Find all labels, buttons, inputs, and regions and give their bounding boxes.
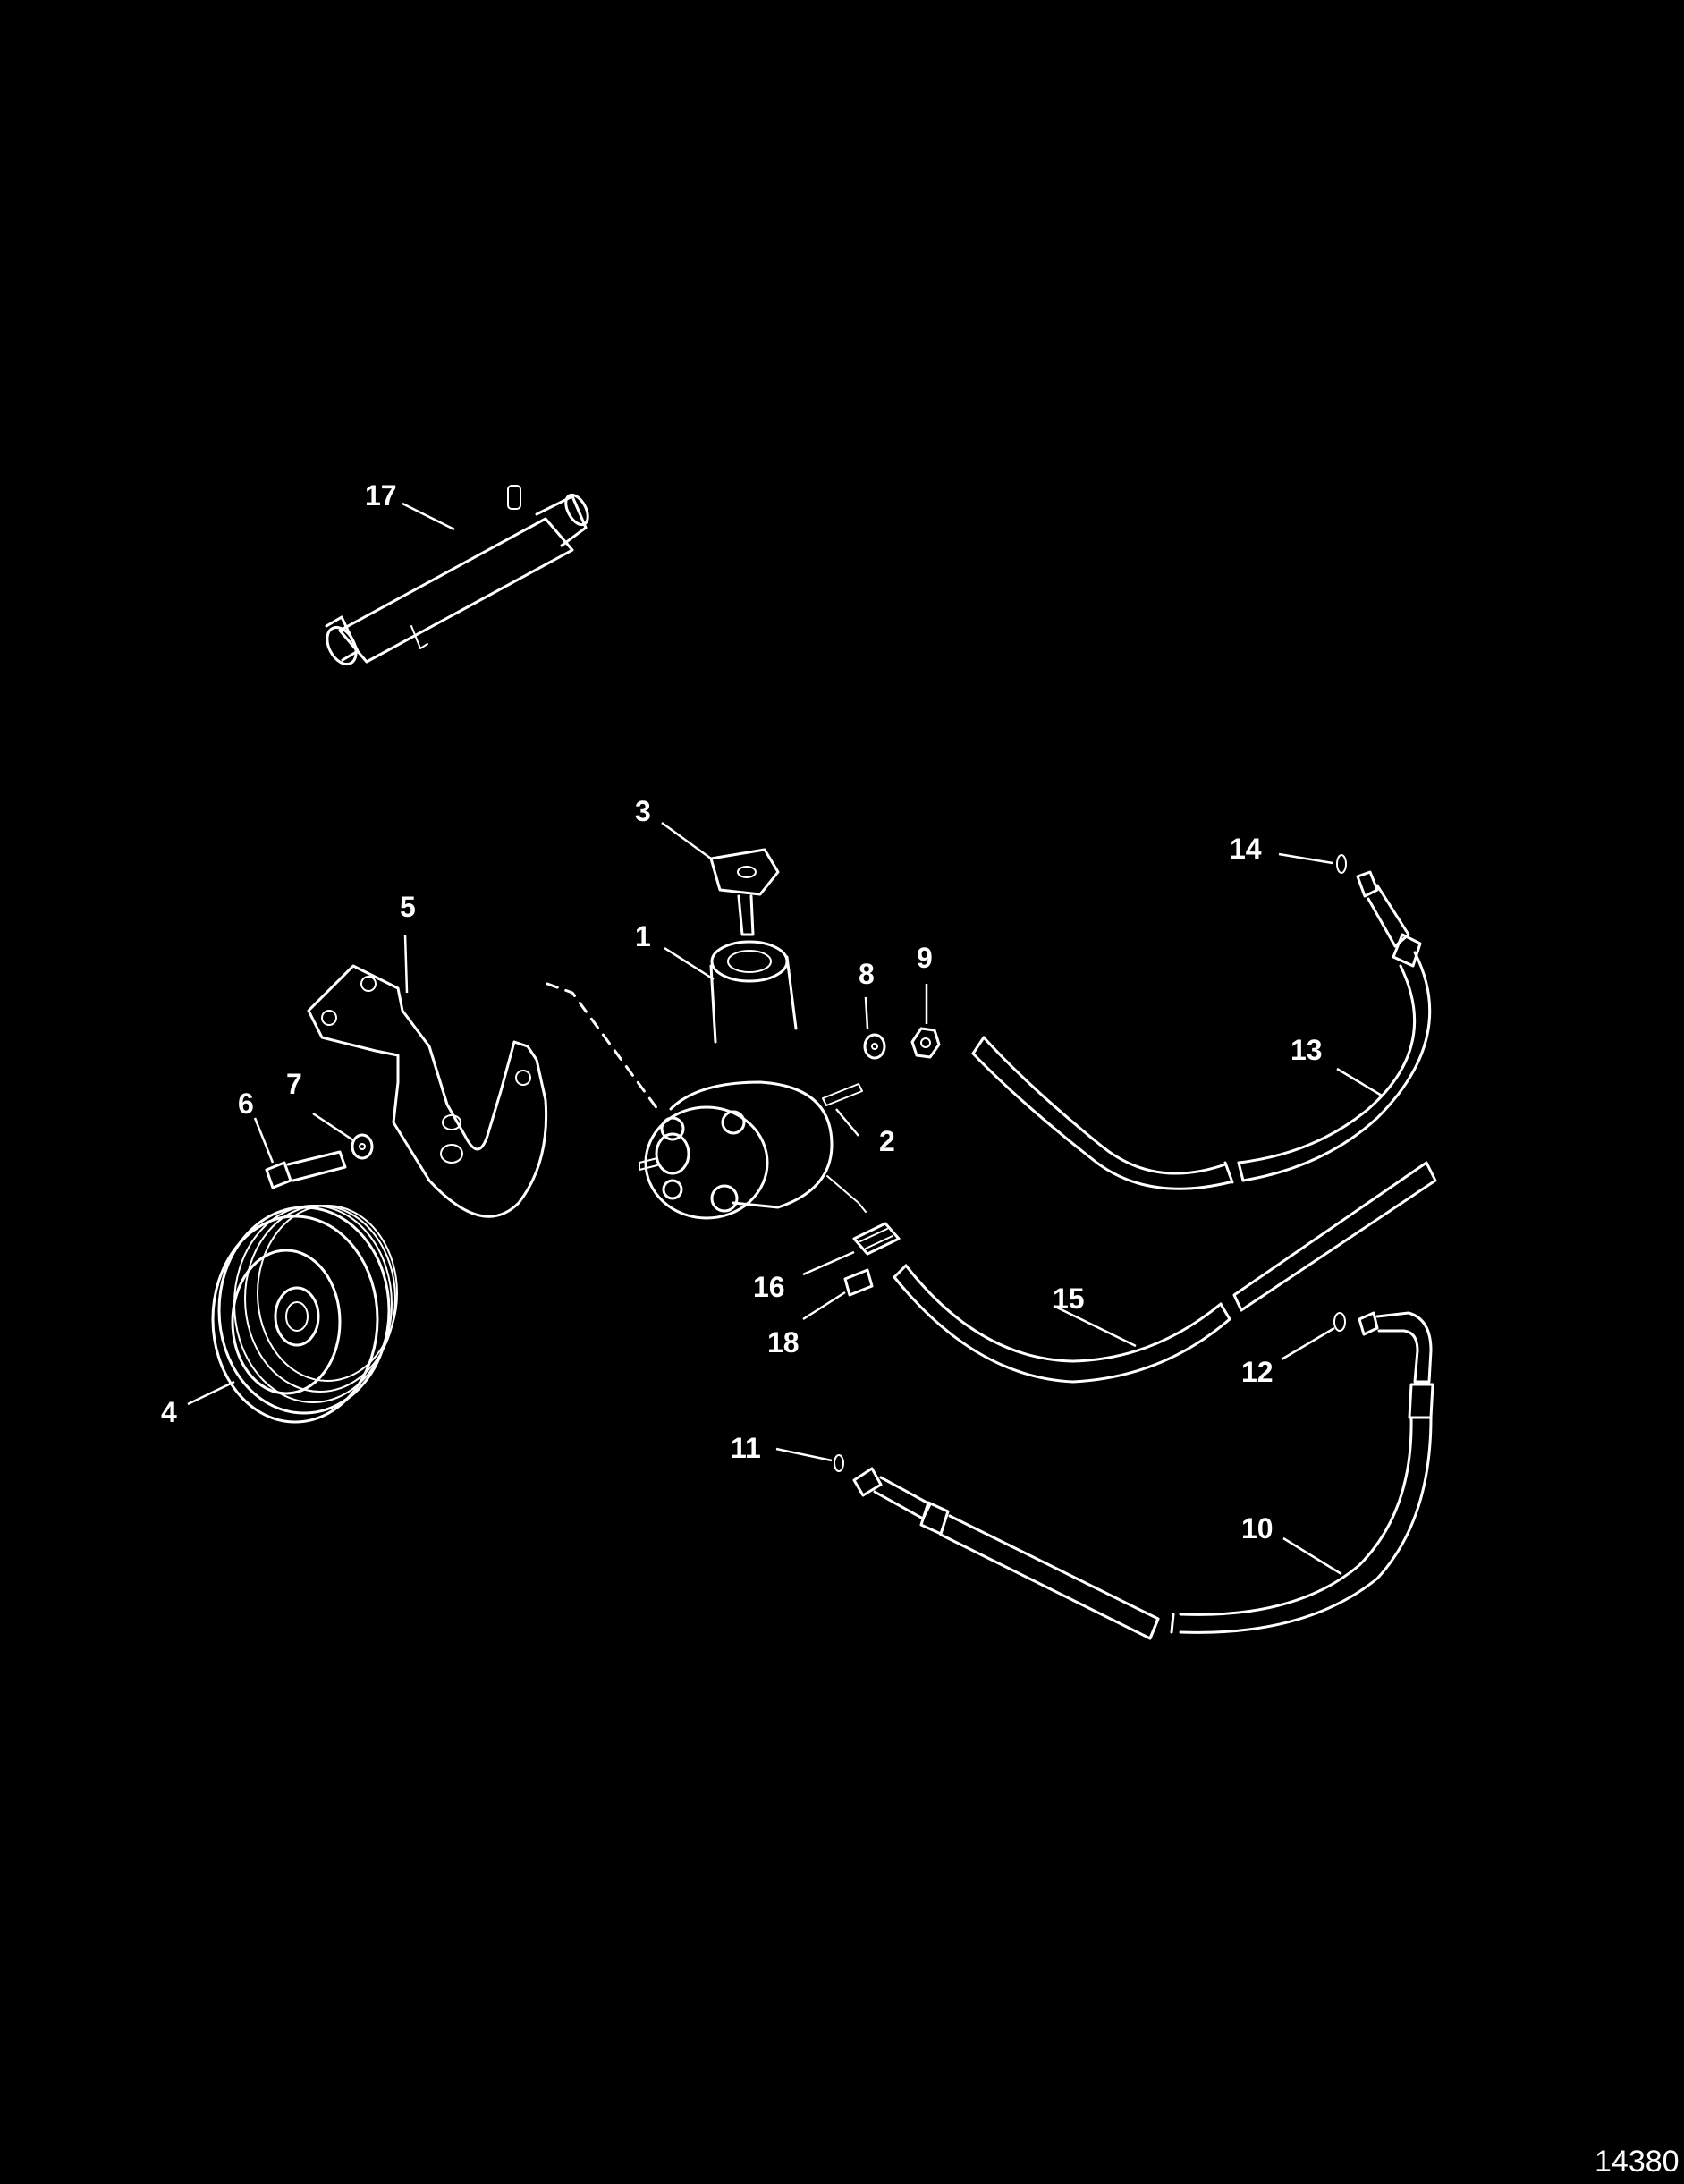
part-8-washer (863, 1033, 886, 1060)
part-11-o-ring (834, 1454, 844, 1472)
callout-12: 12 (1241, 1356, 1274, 1388)
part-3-cap (709, 848, 780, 936)
callout-4: 4 (161, 1396, 177, 1428)
callout-15: 15 (1053, 1282, 1085, 1315)
callout-14: 14 (1230, 833, 1262, 865)
part-10-hose (1170, 1311, 1434, 1634)
callouts: 17 3 1 5 8 9 2 7 6 4 14 13 16 18 15 12 1… (161, 479, 1323, 1545)
part-1-pump (639, 940, 867, 1220)
callout-8: 8 (859, 958, 875, 990)
callout-17: 17 (365, 479, 397, 512)
part-2-stud (822, 1083, 863, 1106)
callout-9: 9 (917, 942, 933, 974)
part-17-cooler (325, 485, 589, 666)
callout-10: 10 (1241, 1512, 1274, 1545)
part-6-bolt (265, 1150, 347, 1189)
part-15-hose (893, 1161, 1437, 1384)
part-18-fitting (843, 1268, 874, 1297)
part-14-o-ring (1336, 854, 1347, 874)
callout-1: 1 (635, 920, 651, 952)
part-12-o-ring (1333, 1312, 1346, 1332)
leader-lines (187, 502, 1383, 1576)
callout-16: 16 (753, 1271, 785, 1303)
callout-7: 7 (286, 1068, 302, 1100)
callout-2: 2 (879, 1125, 895, 1157)
part-5-bracket (307, 964, 659, 1218)
callout-11: 11 (731, 1432, 761, 1464)
callout-13: 13 (1291, 1034, 1323, 1066)
part-7-washer (351, 1133, 374, 1160)
part-10-hose-lower-section (852, 1467, 1160, 1640)
part-4-pulley (211, 1205, 398, 1424)
part-13-hose (971, 870, 1432, 1190)
figure-number: 14380 (1595, 2145, 1680, 2179)
callout-3: 3 (635, 795, 651, 827)
part-9-nut (910, 1027, 941, 1059)
callout-18: 18 (767, 1326, 800, 1359)
callout-5: 5 (400, 891, 416, 923)
part-16-fitting (852, 1222, 901, 1256)
callout-6: 6 (238, 1088, 254, 1120)
